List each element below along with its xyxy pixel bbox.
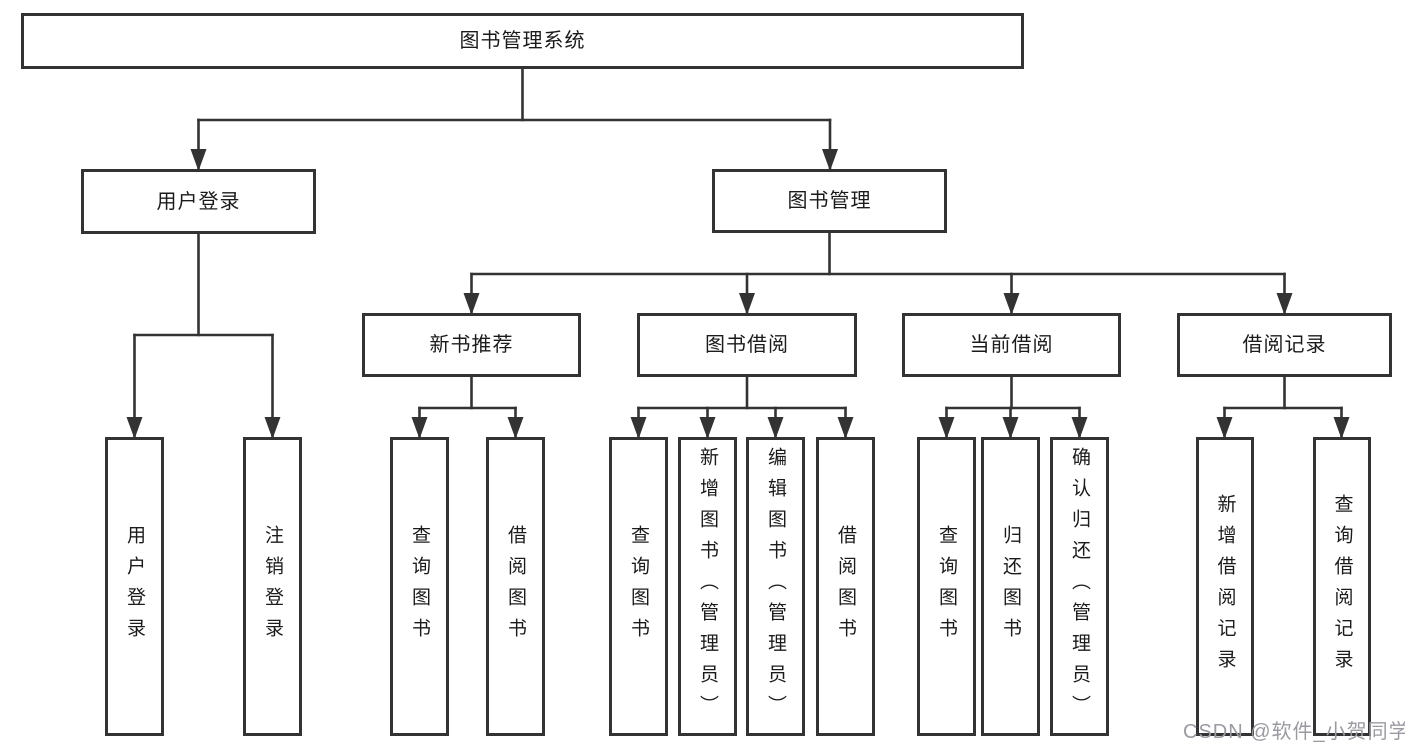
leaf-confirm-return-admin-label: 确认归还（管理员） [1069,447,1090,726]
leaf-edit-books-admin-label: 编辑图书（管理员） [765,447,786,726]
leaf-borrow-books-1: 借阅图书 [486,437,545,736]
leaf-query-books-2-label: 查询图书 [628,524,649,649]
node-current-borrowing: 当前借阅 [902,313,1121,377]
leaf-add-books-admin-label: 新增图书（管理员） [697,447,718,726]
leaf-borrow-books-2: 借阅图书 [816,437,875,736]
leaf-return-books: 归还图书 [981,437,1040,736]
node-new-book-recommend-label: 新书推荐 [429,334,514,356]
leaf-logout-label: 注销登录 [262,524,283,649]
node-book-management: 图书管理 [712,169,947,233]
node-borrowing-records: 借阅记录 [1177,313,1392,377]
node-user-login-label: 用户登录 [156,190,241,213]
leaf-user-login-label: 用户登录 [124,524,145,649]
leaf-confirm-return-admin: 确认归还（管理员） [1050,437,1109,736]
leaf-query-books-2: 查询图书 [609,437,668,736]
leaf-add-borrow-record: 新增借阅记录 [1196,437,1254,736]
leaf-logout: 注销登录 [243,437,302,736]
node-current-borrowing-label: 当前借阅 [969,334,1054,356]
node-borrowing-records-label: 借阅记录 [1242,334,1327,356]
leaf-return-books-label: 归还图书 [1000,524,1021,649]
leaf-query-borrow-record: 查询借阅记录 [1313,437,1371,736]
leaf-query-books-1: 查询图书 [390,437,449,736]
node-root: 图书管理系统 [21,13,1024,69]
leaf-borrow-books-1-label: 借阅图书 [505,524,526,649]
leaf-query-borrow-record-label: 查询借阅记录 [1331,493,1353,680]
leaf-add-borrow-record-label: 新增借阅记录 [1214,493,1236,680]
node-user-login: 用户登录 [81,169,316,234]
leaf-add-books-admin: 新增图书（管理员） [678,437,737,736]
leaf-query-books-1-label: 查询图书 [409,524,430,649]
node-book-borrowing-label: 图书借阅 [705,334,789,356]
csdn-watermark: CSDN @软件_小贺同学 [1183,721,1405,743]
node-new-book-recommend: 新书推荐 [362,313,581,377]
leaf-user-login: 用户登录 [105,437,164,736]
leaf-query-books-3: 查询图书 [917,437,976,736]
node-root-label: 图书管理系统 [459,30,586,52]
leaf-edit-books-admin: 编辑图书（管理员） [746,437,805,736]
node-book-borrowing: 图书借阅 [637,313,857,377]
leaf-borrow-books-2-label: 借阅图书 [835,524,856,649]
leaf-query-books-3-label: 查询图书 [936,524,957,649]
node-book-management-label: 图书管理 [787,190,872,212]
